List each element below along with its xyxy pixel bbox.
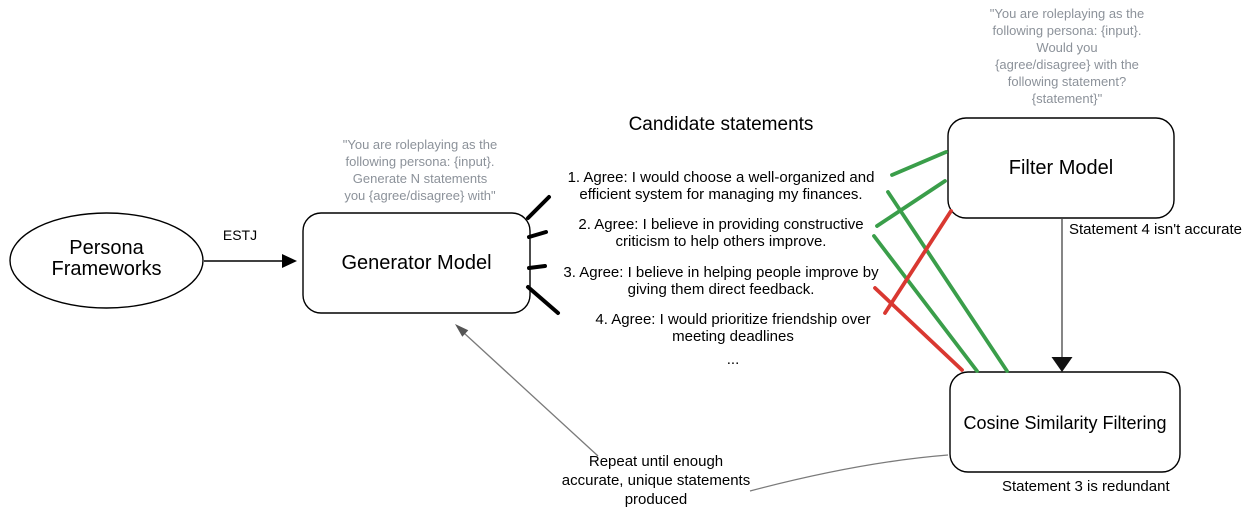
cosine-to-repeat-note-line [749, 454, 949, 492]
generator-output-tick-1 [526, 195, 551, 220]
edge-statement3-to-cosine-red [873, 286, 964, 372]
edge-statement2-to-filter-green [875, 179, 947, 228]
candidate-statement-2: 2. Agree: I believe in providing constru… [578, 216, 864, 250]
edge-filter-to-statement4-red [883, 209, 953, 315]
filter-model-box [947, 117, 1175, 219]
cosine-filtering-box [949, 371, 1181, 473]
edge-statement1-to-filter-green [890, 150, 948, 177]
candidate-statement-3: 3. Agree: I believe in helping people im… [563, 264, 879, 298]
generator-output-tick-3 [527, 264, 547, 270]
filter-model-label: Filter Model [1008, 157, 1114, 179]
estj-edge-label: ESTJ [222, 227, 258, 243]
generator-output-tick-4 [526, 285, 560, 315]
statement4-inaccurate-note: Statement 4 isn't accurate [1069, 221, 1242, 238]
repeat-loop-note: Repeat until enough accurate, unique sta… [561, 453, 751, 508]
candidate-statements-title: Candidate statements [628, 114, 814, 135]
edge-statement2-to-cosine-green [872, 234, 979, 373]
generator-output-tick-2 [527, 230, 548, 239]
statement3-redundant-note: Statement 3 is redundant [1002, 478, 1170, 495]
cosine-filtering-label: Cosine Similarity Filtering [963, 413, 1167, 433]
persona-frameworks-label: Persona Frameworks [51, 237, 162, 280]
generator-model-label: Generator Model [341, 252, 492, 274]
filter-prompt-text: "You are roleplaying as the following pe… [989, 6, 1145, 106]
filter-to-cosine-arrowhead [1051, 357, 1073, 372]
edge-statement1-to-cosine-green [886, 190, 1009, 373]
generator-prompt-text: "You are roleplaying as the following pe… [342, 137, 498, 203]
generator-model-box [302, 212, 531, 314]
candidate-statement-1: 1. Agree: I would choose a well-organize… [567, 169, 875, 203]
candidate-statements-ellipsis: ... [726, 351, 740, 368]
repeat-loop-arrow-line [463, 332, 599, 457]
candidate-statement-4: 4. Agree: I would prioritize friendship … [595, 311, 871, 345]
persona-to-generator-arrowhead [282, 254, 297, 268]
repeat-loop-arrowhead [455, 324, 469, 337]
persona-frameworks-ellipse [9, 212, 204, 309]
